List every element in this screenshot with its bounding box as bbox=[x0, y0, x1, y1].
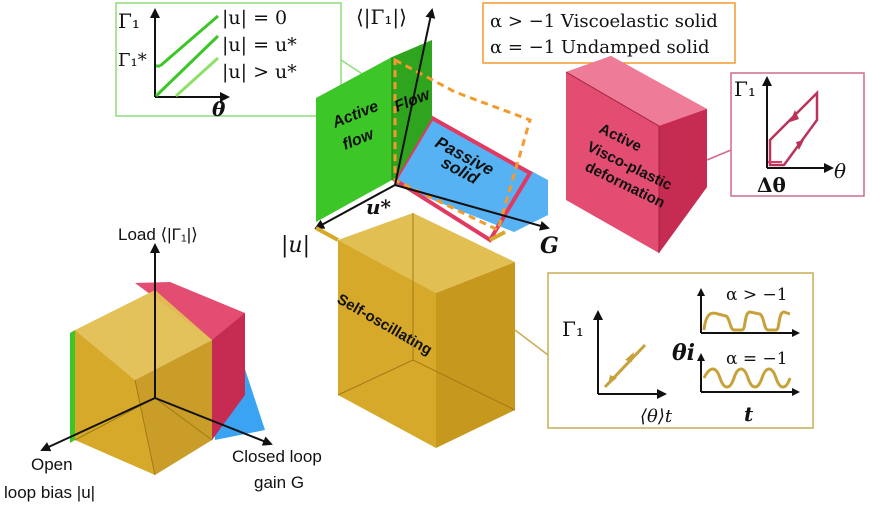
top-inset-line-ustar bbox=[159, 14, 219, 68]
top-inset: Γ₁ Γ₁* θ̇ |u| = 0 |u| = u* |u| > u* bbox=[115, 2, 342, 121]
cube-open-label-1: Open bbox=[31, 455, 73, 474]
osc-ylabel: Γ₁ bbox=[562, 317, 584, 341]
top-inset-line-ugt bbox=[174, 56, 220, 98]
osc-theta: θi bbox=[672, 340, 695, 366]
axis-right bbox=[394, 184, 550, 231]
top-inset-xlabel: θ̇ bbox=[212, 97, 226, 121]
axis-vertical bbox=[394, 8, 436, 186]
osc-xlabel: ⟨θ⟩t bbox=[640, 406, 673, 427]
top-inset-ylabel: Γ₁ bbox=[118, 9, 140, 33]
legend-line-1: α > −1 Viscoelastic solid bbox=[490, 11, 718, 32]
right-inset-xlabel: θ bbox=[834, 159, 846, 183]
cube-load-label: Load ⟨|Γ₁|⟩ bbox=[118, 225, 198, 244]
osc-trace-undamped bbox=[702, 367, 792, 389]
hysteresis-loop bbox=[768, 89, 819, 167]
axis-left-label: |u| bbox=[281, 233, 310, 258]
cube-axis-closed bbox=[154, 397, 273, 446]
osc-alpha-1: α > −1 bbox=[726, 285, 788, 305]
visco-plastic-block: Active Visco-plastic deformation bbox=[565, 56, 707, 253]
right-inset: Γ₁ θ Δθ bbox=[730, 72, 865, 197]
legend-frame bbox=[482, 2, 736, 64]
right-inset-delta: Δθ bbox=[757, 173, 786, 197]
osc-inset-frame bbox=[547, 272, 814, 429]
right-inset-frame bbox=[730, 72, 865, 197]
cube-axis-open bbox=[40, 397, 156, 452]
combined-cube bbox=[40, 243, 273, 476]
legend-line-2: α = −1 Undamped solid bbox=[490, 37, 710, 58]
ustar-label: u* bbox=[366, 195, 392, 219]
osc-leader bbox=[514, 329, 549, 356]
osc-t: t bbox=[744, 402, 754, 426]
axis-right-label: G bbox=[540, 233, 559, 259]
axis-left bbox=[314, 184, 396, 229]
orange-dashed-plane bbox=[393, 57, 532, 233]
top-inset-ystar: Γ₁* bbox=[118, 50, 147, 71]
self-oscillating-cube: Self-oscillating bbox=[334, 213, 516, 448]
top-inset-line-label-1: |u| = 0 bbox=[222, 7, 287, 29]
top-inset-line-label-3: |u| > u* bbox=[222, 61, 297, 83]
cube-closed-label-2: gain G bbox=[254, 473, 304, 492]
legend-box: α > −1 Viscoelastic solid α = −1 Undampe… bbox=[482, 2, 736, 64]
osc-inset: Γ₁ ⟨θ⟩t θi α > −1 α = −1 t bbox=[547, 272, 814, 429]
right-inset-ylabel: Γ₁ bbox=[734, 77, 756, 101]
top-inset-line-u0 bbox=[154, 34, 220, 98]
osc-trace-damped bbox=[702, 310, 791, 332]
axis-vertical-label: ⟨|Γ₁|⟩ bbox=[356, 5, 407, 30]
vp-leader bbox=[706, 149, 732, 161]
cube-open-label-2: loop bias |u| bbox=[4, 483, 95, 502]
cube-closed-label-1: Closed loop bbox=[232, 447, 322, 466]
top-inset-line-label-2: |u| = u* bbox=[222, 34, 297, 56]
osc-alpha-2: α = −1 bbox=[726, 349, 788, 369]
active-flow-region bbox=[316, 57, 392, 222]
